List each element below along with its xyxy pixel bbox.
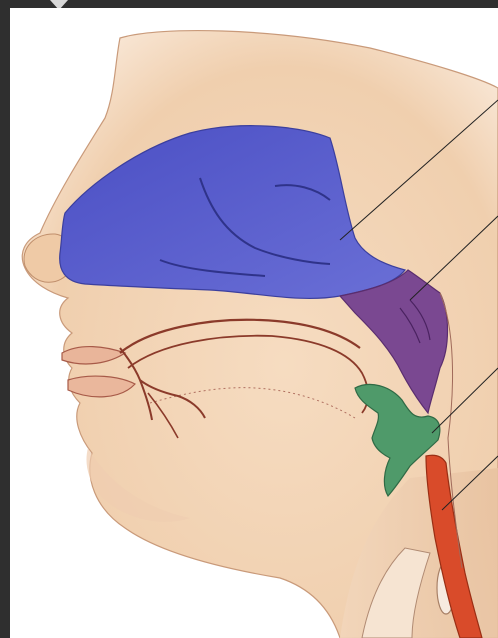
anatomy-svg xyxy=(10,8,498,638)
anatomy-illustration xyxy=(10,8,498,638)
